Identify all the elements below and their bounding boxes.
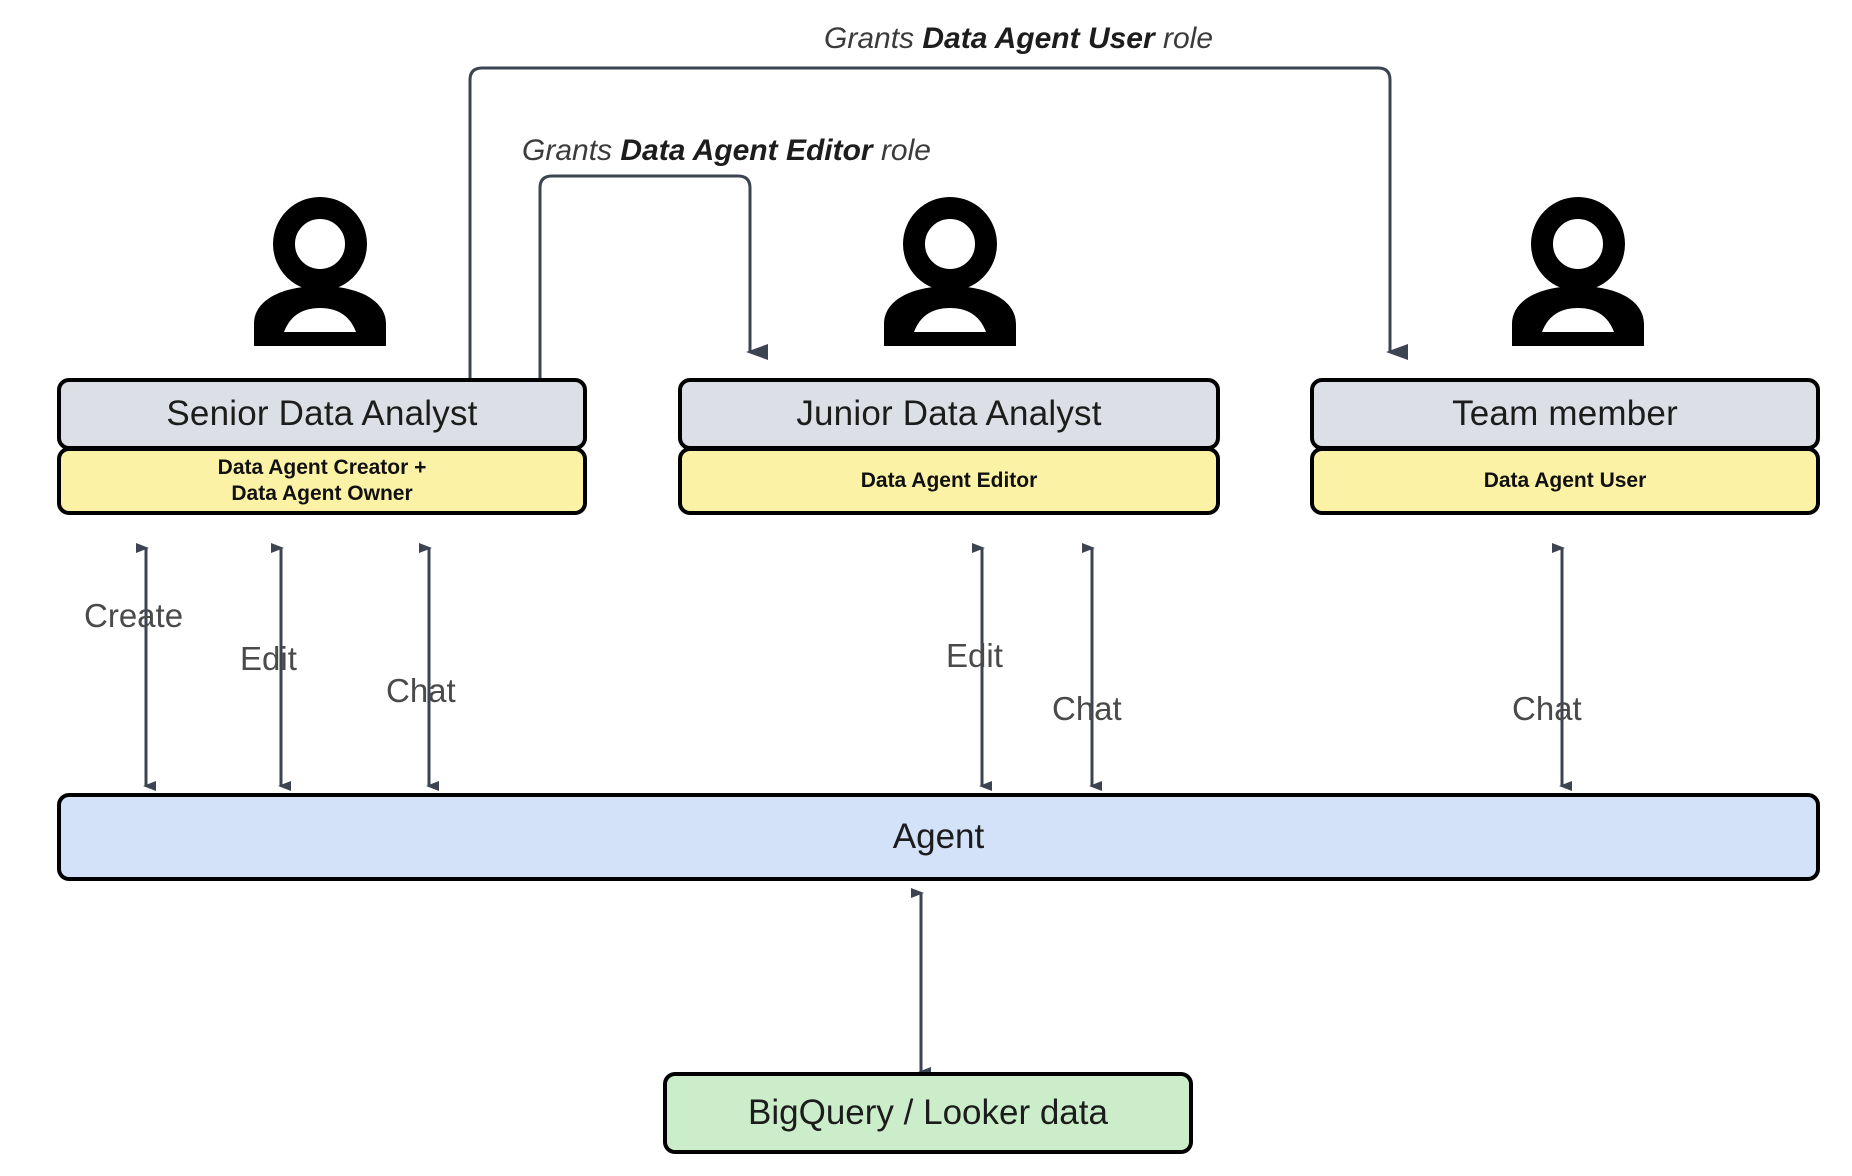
persona-senior-data-analyst: Senior Data Analyst Data Agent Creator +… xyxy=(57,378,587,515)
persona-title-senior-data-analyst[interactable]: Senior Data Analyst xyxy=(57,378,587,450)
permission-line-1: Data Agent Creator + xyxy=(217,456,427,480)
action-label-junior-edit: Edit xyxy=(946,637,1003,674)
agent-node[interactable]: Agent xyxy=(57,793,1820,881)
grant-label-data-agent-editor: Grants Data Agent Editor role xyxy=(522,134,931,168)
persona-title-junior-data-analyst[interactable]: Junior Data Analyst xyxy=(678,378,1220,450)
data-source-node[interactable]: BigQuery / Looker data xyxy=(663,1072,1193,1154)
person-icon-senior-data-analyst xyxy=(240,196,400,346)
edge-grants-data-agent-editor xyxy=(538,174,768,378)
permission-line-1: Data Agent User xyxy=(1483,469,1647,493)
action-label-junior-chat: Chat xyxy=(1052,690,1122,727)
person-icon-team-member xyxy=(1498,196,1658,346)
grant-label-data-agent-user: Grants Data Agent User role xyxy=(824,22,1213,56)
persona-junior-data-analyst: Junior Data Analyst Data Agent Editor xyxy=(678,378,1220,515)
grant-role: Data Agent User xyxy=(922,22,1155,55)
person-icon-junior-data-analyst xyxy=(870,196,1030,346)
action-label-team-chat: Chat xyxy=(1512,690,1582,727)
permission-line-1: Data Agent Editor xyxy=(860,469,1038,493)
person-icon xyxy=(1512,197,1644,346)
action-label-senior-chat: Chat xyxy=(386,672,456,709)
action-label-senior-create: Create xyxy=(84,597,184,634)
persona-title-team-member[interactable]: Team member xyxy=(1310,378,1820,450)
permission-line-2: Data Agent Owner xyxy=(231,482,413,505)
person-icon xyxy=(254,197,386,346)
grant-prefix: Grants xyxy=(522,134,621,167)
action-label-senior-edit: Edit xyxy=(240,640,297,677)
persona-permission-senior-data-analyst[interactable]: Data Agent Creator + Data Agent Owner xyxy=(57,447,587,515)
grant-suffix: role xyxy=(872,134,931,167)
persona-team-member: Team member Data Agent User xyxy=(1310,378,1820,515)
grant-prefix: Grants xyxy=(824,22,923,55)
persona-permission-team-member[interactable]: Data Agent User xyxy=(1310,447,1820,515)
grant-role: Data Agent Editor xyxy=(620,134,873,167)
persona-permission-junior-data-analyst[interactable]: Data Agent Editor xyxy=(678,447,1220,515)
person-icon xyxy=(884,197,1016,346)
grant-suffix: role xyxy=(1154,22,1214,55)
